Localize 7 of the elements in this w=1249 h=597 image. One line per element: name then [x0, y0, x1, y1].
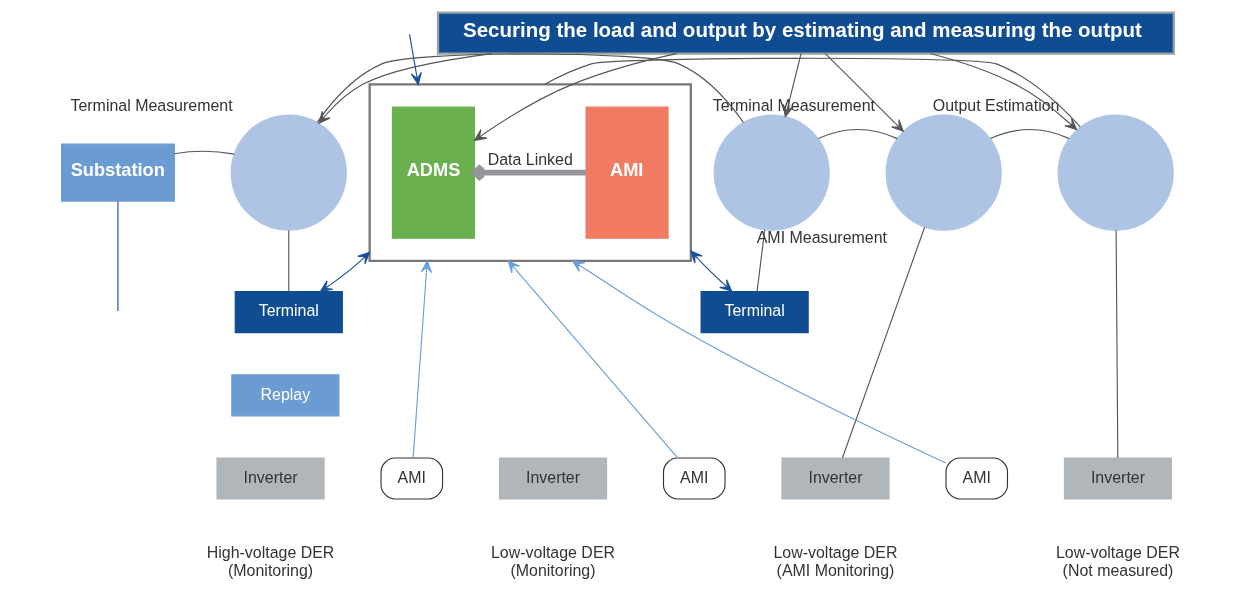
node-label: AMI Measurement	[756, 228, 887, 246]
node-label: High-voltage DER (Monitoring)	[206, 544, 335, 579]
node-label: Low-voltage DER (AMI Monitoring)	[773, 544, 898, 579]
node-label: Low-voltage DER (Monitoring)	[491, 544, 616, 579]
node-label: Low-voltage DER (Not measured)	[1055, 544, 1180, 579]
edge-label: Data Linked	[487, 150, 573, 168]
node-label: Terminal Measurement	[70, 96, 233, 114]
